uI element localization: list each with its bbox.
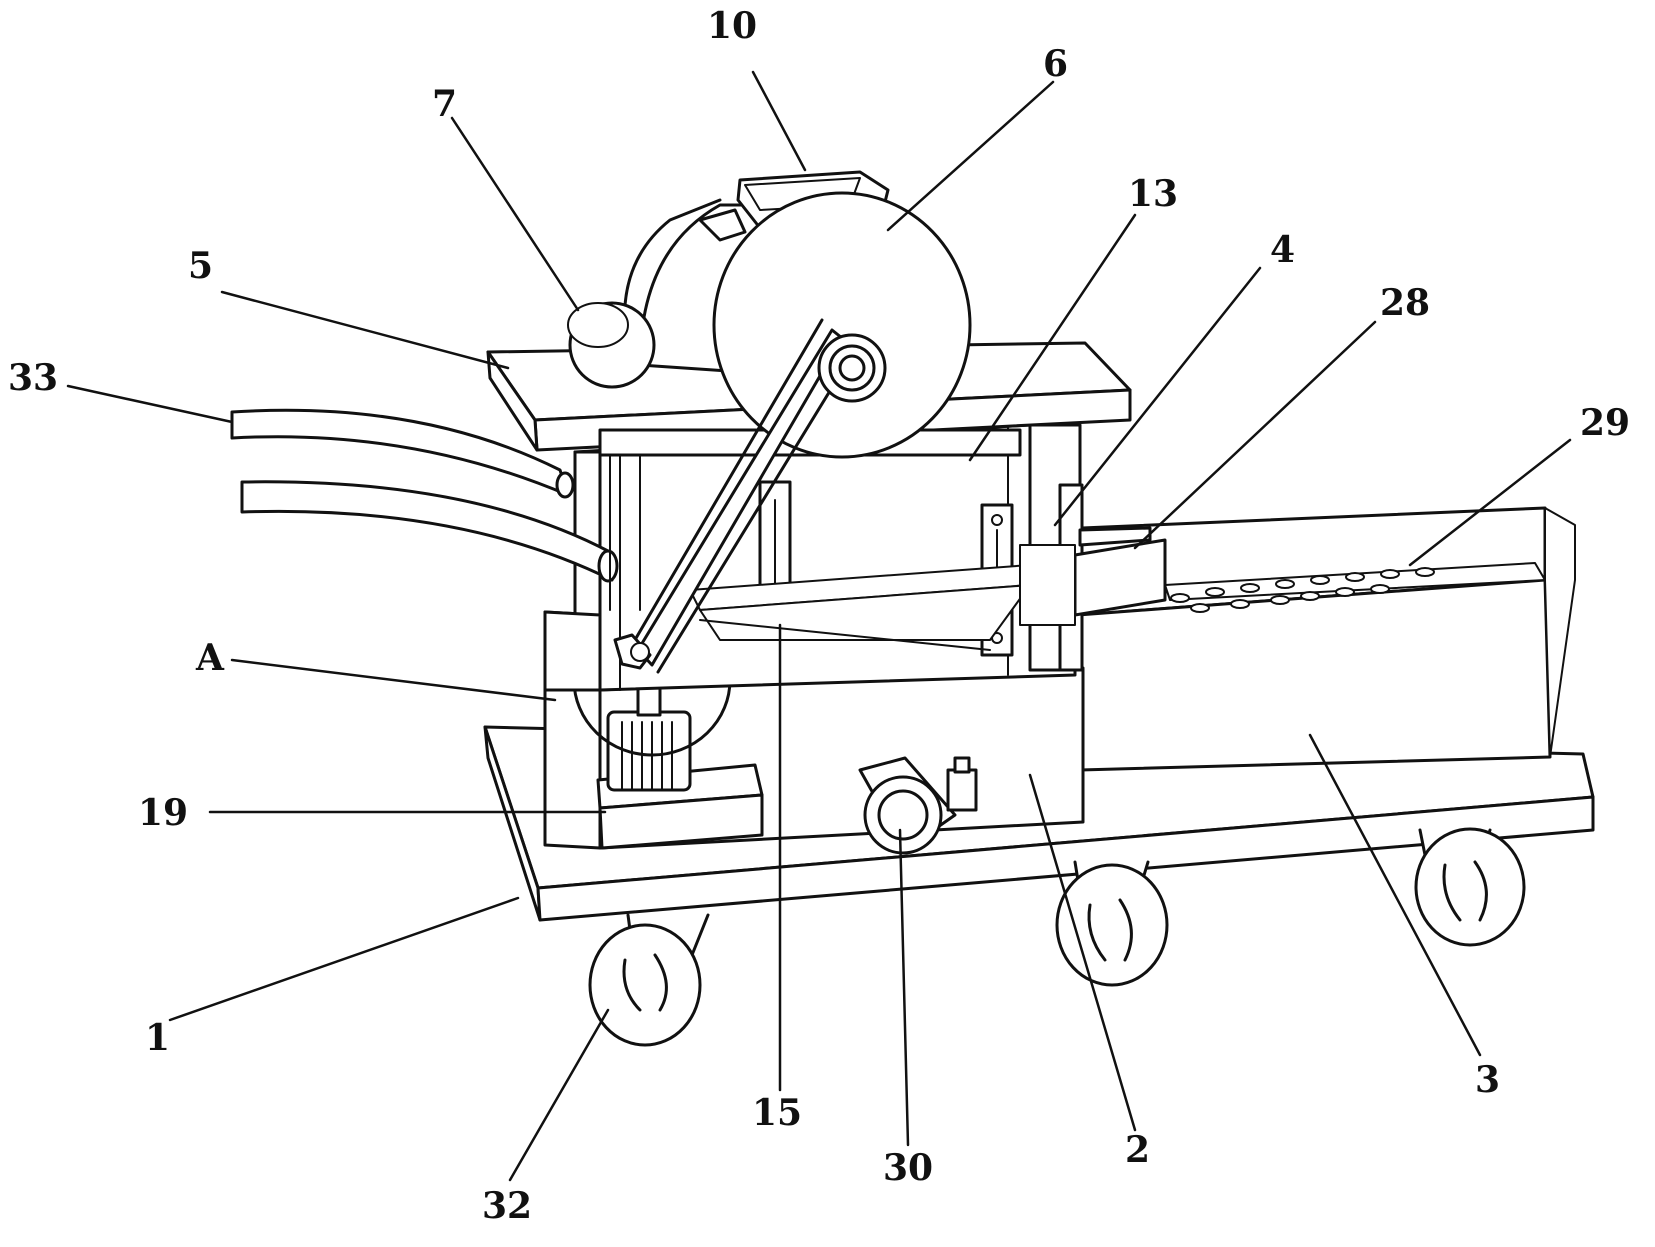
feed-pipe-lower (240, 480, 619, 583)
label-15: 15 (752, 1092, 803, 1134)
wheel-rear-right (1414, 827, 1526, 947)
label-30: 30 (883, 1147, 934, 1189)
feed-pipe-upper (230, 408, 575, 499)
label-13: 13 (1128, 173, 1179, 215)
label-19: 19 (138, 792, 189, 834)
label-6: 6 (1043, 43, 1069, 85)
left-side-plate (543, 610, 602, 692)
label-4: 4 (1270, 229, 1296, 271)
sliding-plate (1019, 526, 1167, 626)
label-29: 29 (1580, 402, 1631, 444)
label-10: 10 (707, 5, 758, 47)
label-A: A (196, 637, 224, 679)
label-33: 33 (8, 357, 59, 399)
belt-drive (613, 318, 887, 674)
label-3: 3 (1475, 1059, 1501, 1101)
leader-lines (66, 70, 1572, 1182)
main-drum (712, 191, 972, 459)
label-7: 7 (432, 83, 458, 125)
discharge-outlet (858, 756, 978, 855)
label-5: 5 (188, 245, 214, 287)
collection-tank (1076, 506, 1576, 772)
small-motor (567, 301, 656, 389)
label-32: 32 (482, 1185, 533, 1227)
label-28: 28 (1380, 282, 1431, 324)
wheel-front-left (588, 913, 710, 1047)
label-1: 1 (145, 1017, 171, 1059)
label-2: 2 (1125, 1129, 1151, 1171)
